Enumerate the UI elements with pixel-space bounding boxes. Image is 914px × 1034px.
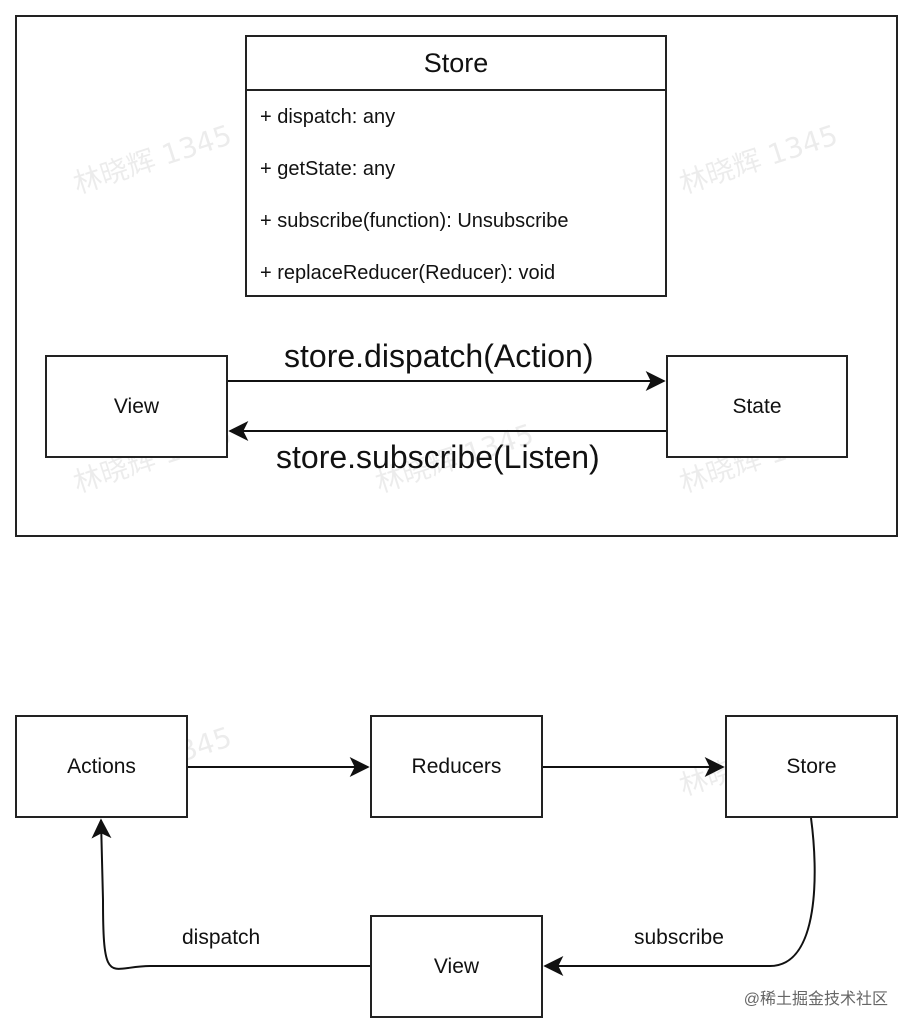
store-to-view-arrow [543,817,816,976]
view-node-bottom: View [370,915,543,1018]
subscribe-edge-label: store.subscribe(Listen) [276,439,600,475]
view-to-actions-arrow [91,818,370,970]
reducers-node: Reducers [370,715,543,818]
state-node-label: State [732,394,782,418]
class-title: Store [247,37,665,91]
class-member: + subscribe(function): Unsubscribe [260,209,569,232]
view-node-bottom-label: View [433,954,480,978]
store-node: Store [725,715,898,818]
store-diagram-frame [15,15,898,537]
reducers-node-label: Reducers [411,754,502,778]
store-class-box: Store + dispatch: any + getState: any + … [245,35,667,297]
dispatch-edge-label-bottom: dispatch [182,926,261,949]
view-node: View [45,355,228,458]
class-member: + getState: any [260,157,396,180]
source-watermark: @稀土掘金技术社区 [743,991,888,1008]
store-node-label: Store [786,754,837,778]
actions-node: Actions [15,715,188,818]
class-member: + dispatch: any [260,105,396,128]
view-node-label: View [113,394,160,418]
actions-node-label: Actions [67,754,136,778]
dispatch-edge-label: store.dispatch(Action) [284,338,594,374]
state-node: State [666,355,848,458]
class-member: + replaceReducer(Reducer): void [260,261,556,284]
subscribe-edge-label-bottom: subscribe [634,926,724,949]
